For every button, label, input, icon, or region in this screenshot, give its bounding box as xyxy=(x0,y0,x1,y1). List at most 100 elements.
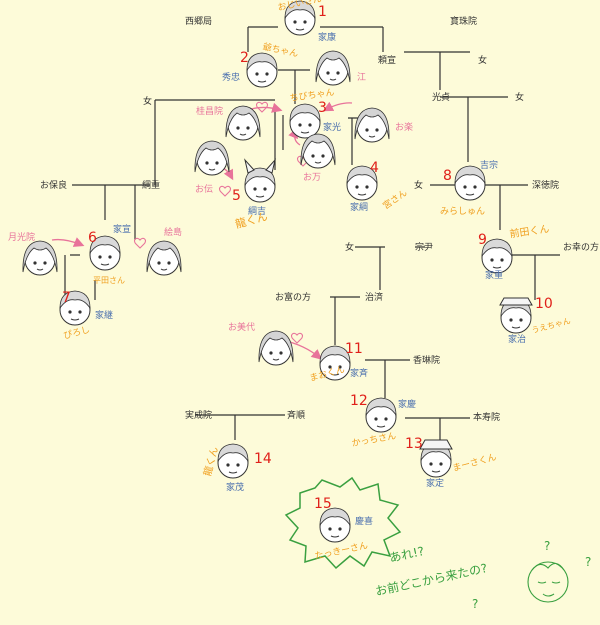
nicknames: おじいさん 爺ちゃん ちびちゃん 宮さん 龍くん 平田さん ぴろし みらしゅん … xyxy=(62,0,571,562)
num-7: 7 xyxy=(62,290,71,306)
label-oden: お伝 xyxy=(195,184,213,195)
face-oraku-icon xyxy=(354,107,390,143)
label-oraku: お楽 xyxy=(395,121,413,133)
face-gou-icon xyxy=(315,50,351,86)
scribble-line1: あれ!? xyxy=(388,544,425,565)
label-jitsujoin: 実成院 xyxy=(185,409,212,421)
scribble-q1: ? xyxy=(544,539,550,553)
faces xyxy=(22,0,532,543)
face-keishoin-icon xyxy=(225,105,261,141)
label-onna4: 女 xyxy=(414,179,423,191)
face-ieyoshi-icon xyxy=(365,397,397,433)
scribble-line2: お前どこから来たの? xyxy=(374,560,489,598)
label-saigo: 西郷局 xyxy=(185,16,212,27)
name-ieharu: 家治 xyxy=(508,333,526,345)
accessories xyxy=(244,158,533,450)
face-ejima-icon xyxy=(146,240,182,276)
name-ieshige: 家重 xyxy=(485,269,503,281)
label-munetada: 宗尹 xyxy=(415,241,433,253)
face-tsunayoshi-icon xyxy=(244,167,276,203)
label-onna2: 女 xyxy=(515,91,524,103)
heart-icons xyxy=(133,101,310,344)
label-onna1: 女 xyxy=(478,54,487,66)
face-yoshinobu-icon xyxy=(319,507,351,543)
hat-ieharu-icon xyxy=(499,297,533,306)
name-ietsuna: 家綱 xyxy=(350,201,368,213)
nick-ieyoshi: かっちさん xyxy=(351,431,397,450)
scribble-doodle xyxy=(527,561,569,603)
name-yoshinobu: 慶喜 xyxy=(355,515,373,527)
label-onna3: 女 xyxy=(143,95,152,107)
num-10: 10 xyxy=(535,296,553,312)
nick-ieshige: 前田くん xyxy=(509,222,550,240)
num-2: 2 xyxy=(240,50,249,66)
hat-iesada-icon xyxy=(419,439,453,450)
label-oman: お万 xyxy=(303,172,321,183)
label-yorinobu: 頼宣 xyxy=(378,54,396,66)
num-3: 3 xyxy=(318,100,327,116)
nick-yoshimune: みらしゅん xyxy=(440,206,485,217)
label-hojuin: 寶珠院 xyxy=(450,15,477,27)
label-gekkoin: 月光院 xyxy=(8,231,35,243)
scribble-q2: ? xyxy=(585,555,591,569)
face-iemitsu-icon xyxy=(289,103,321,139)
num-8: 8 xyxy=(443,168,452,184)
name-ieyoshi: 家慶 xyxy=(398,398,416,410)
num-15: 15 xyxy=(314,496,332,512)
cat-ears-icon xyxy=(244,158,276,174)
num-6: 6 xyxy=(88,230,97,246)
women-labels: 江 桂昌院 お楽 お伝 お万 月光院 絵島 お美代 xyxy=(8,72,413,333)
label-gou: 江 xyxy=(357,72,366,83)
yoshinobu-bubble xyxy=(284,476,402,570)
label-tsunashige: 綱重 xyxy=(142,179,160,191)
num-11: 11 xyxy=(345,341,363,357)
face-gekkoin-icon xyxy=(22,240,58,276)
name-ietsugu: 家継 xyxy=(95,309,113,321)
name-tsunayoshi: 綱吉 xyxy=(248,205,266,217)
name-ieyasu: 家康 xyxy=(318,31,336,43)
num-9: 9 xyxy=(478,232,487,248)
scribble-text: あれ!? お前どこから来たの? ? ? ? xyxy=(374,539,591,611)
scribble-q3: ? xyxy=(472,597,478,611)
name-hidetada: 秀忠 xyxy=(222,71,240,83)
nick-ietsuna: 宮さん xyxy=(380,187,409,212)
name-iesada: 家定 xyxy=(426,477,444,489)
num-12: 12 xyxy=(350,393,368,409)
name-iemochi: 家茂 xyxy=(226,481,244,493)
label-onna5: 女 xyxy=(345,241,354,253)
face-hidetada-icon xyxy=(246,52,278,88)
label-ohoho: お保良 xyxy=(40,179,67,191)
face-iemochi-icon xyxy=(217,443,249,479)
name-yoshimune: 吉宗 xyxy=(480,159,498,171)
face-oden-icon xyxy=(194,140,230,176)
name-iemitsu: 家光 xyxy=(323,121,341,133)
num-1: 1 xyxy=(318,4,327,20)
label-mitsusada: 光貞 xyxy=(432,91,450,103)
nick-yoshinobu: たっきーさん xyxy=(314,540,369,562)
shogun-names: 家康 秀忠 家光 家綱 綱吉 家宣 家継 吉宗 家重 家治 家斉 家慶 家定 家… xyxy=(95,31,526,527)
label-harusada: 治済 xyxy=(365,291,383,303)
num-14: 14 xyxy=(254,451,272,467)
nick-iemitsu: ちびちゃん xyxy=(289,87,335,104)
tree-lines xyxy=(64,26,560,445)
face-yoshimune-icon xyxy=(454,165,486,201)
num-4: 4 xyxy=(370,160,379,176)
label-ejima: 絵島 xyxy=(164,226,182,238)
ancestor-labels: 西郷局 寶珠院 頼宣 女 光貞 女 女 お保良 綱重 女 深徳院 女 宗尹 お幸… xyxy=(40,15,599,423)
nick-ietsugu: ぴろし xyxy=(62,324,91,342)
label-narijun: 斉順 xyxy=(287,409,305,421)
shogun-numbers: 1 2 3 4 5 6 7 8 9 10 11 12 13 14 15 xyxy=(62,4,553,512)
nick-iesada: まーさくん xyxy=(451,452,497,474)
name-ienari: 家斉 xyxy=(350,367,368,379)
num-5: 5 xyxy=(232,188,241,204)
label-honjuin: 本寿院 xyxy=(473,411,500,423)
label-okoo: お幸の方 xyxy=(563,241,599,253)
label-shintokuin: 深徳院 xyxy=(532,179,559,191)
nick-ieharu: うえちゃん xyxy=(531,316,572,335)
num-13: 13 xyxy=(405,436,423,452)
label-kourin: 香琳院 xyxy=(413,354,440,366)
label-otomi: お富の方 xyxy=(275,291,311,303)
face-omiyo-icon xyxy=(258,330,294,366)
label-omiyo: お美代 xyxy=(228,321,255,333)
